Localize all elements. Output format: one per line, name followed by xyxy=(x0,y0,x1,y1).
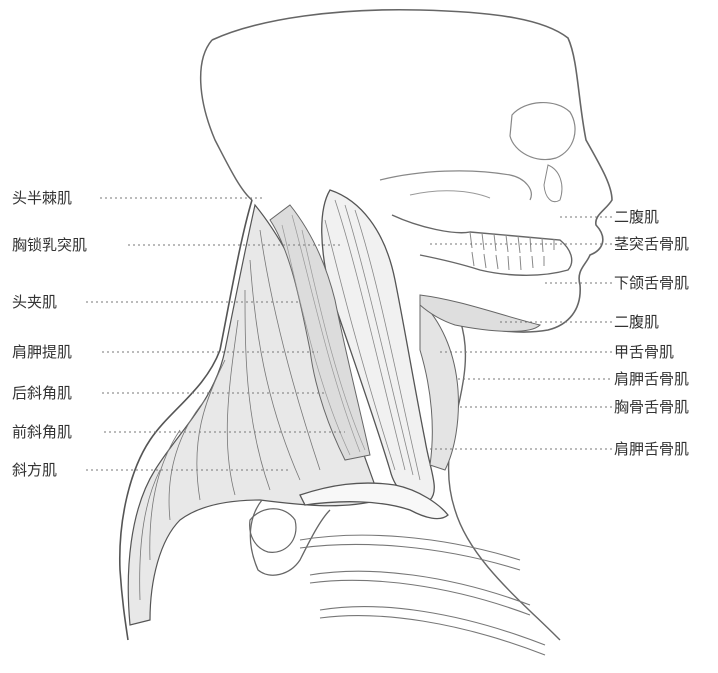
label-omohyoid-lower: 肩胛舌骨肌 xyxy=(614,440,689,458)
label-posterior-scalene: 后斜角肌 xyxy=(12,384,72,402)
skull-back xyxy=(201,40,252,200)
throat-outline xyxy=(449,320,560,640)
label-mylohyoid: 下颌舌骨肌 xyxy=(614,274,689,292)
label-levator-scapulae: 肩胛提肌 xyxy=(12,343,72,361)
label-trapezius: 斜方肌 xyxy=(12,461,57,479)
label-omohyoid-upper: 肩胛舌骨肌 xyxy=(614,370,689,388)
mandible xyxy=(392,215,572,275)
nasal-cavity xyxy=(544,165,562,202)
label-digastric-upper: 二腹肌 xyxy=(614,208,659,226)
label-digastric-lower: 二腹肌 xyxy=(614,313,659,331)
label-splenius-capitis: 头夹肌 xyxy=(12,293,57,311)
label-semispinalis-capitis: 头半棘肌 xyxy=(12,189,72,207)
label-sternocleidomastoid: 胸锁乳突肌 xyxy=(12,236,87,254)
label-anterior-scalene: 前斜角肌 xyxy=(12,423,72,441)
eye-orbit xyxy=(510,103,575,160)
label-sternohyoid: 胸骨舌骨肌 xyxy=(614,398,689,416)
ribs xyxy=(300,535,545,655)
label-thyrohyoid: 甲舌骨肌 xyxy=(614,343,674,361)
zygomatic-arch xyxy=(380,171,531,200)
humerus-head xyxy=(250,509,296,553)
label-stylohyoid: 茎突舌骨肌 xyxy=(614,235,689,253)
